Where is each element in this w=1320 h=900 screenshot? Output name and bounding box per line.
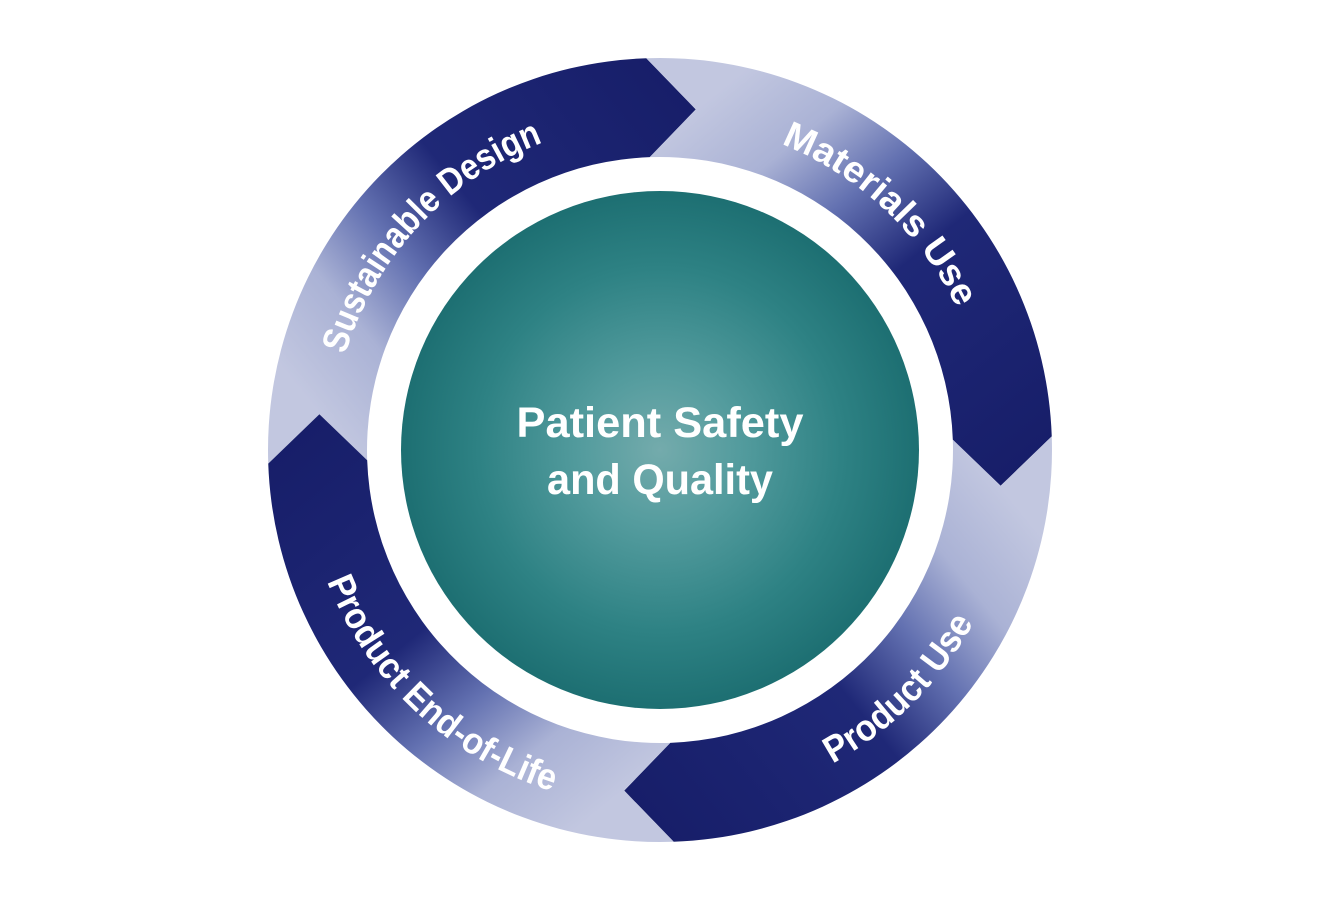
center-circle (401, 191, 919, 709)
ring-segment-product-end-of-life (268, 414, 674, 842)
ring-segment-product-use (624, 436, 1052, 842)
center-title-line2: and Quality (547, 456, 773, 504)
ring-segment-materials-use (646, 58, 1052, 486)
ring-segment-sustainable-design (268, 58, 696, 464)
center-title-line1: Patient Safety (517, 399, 804, 447)
